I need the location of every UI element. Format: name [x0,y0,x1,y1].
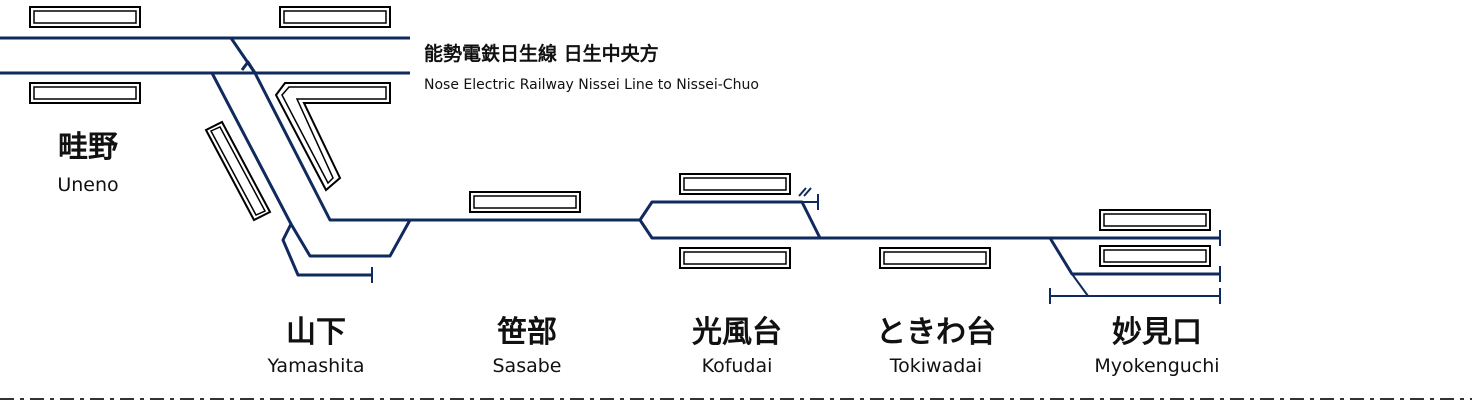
station-yamashita: 山下 Yamashita [266,315,364,377]
track-uneno-junction-mark [240,60,257,74]
platform-kofudai-lower [679,247,791,269]
station-name-en: Sasabe [493,355,562,377]
station-name-jp: 山下 [286,315,346,350]
line-title-jp: 能勢電鉄日生線 日生中央方 [424,42,659,65]
station-name-en: Yamashita [266,355,364,377]
platform-tokiwadai [879,247,991,269]
station-name-en: Uneno [57,174,118,196]
station-name-en: Tokiwadai [889,355,982,377]
track-kofudai-loop [638,200,822,239]
platform-uneno-lower-right [274,82,391,192]
platform-kofudai-upper [679,173,791,195]
platform-sasabe [469,191,581,213]
station-name-jp: 笹部 [497,315,557,350]
line-title-en: Nose Electric Railway Nissei Line to Nis… [424,77,759,93]
platform-myokenguchi-lower [1099,245,1211,267]
station-name-en: Myokenguchi [1094,355,1219,377]
station-uneno: 畦野 Uneno [57,130,118,196]
track-myokenguchi-siding [1049,273,1221,304]
station-name-jp: 畦野 [58,130,118,165]
station-name-en: Kofudai [702,355,773,377]
station-name-jp: 妙見口 [1112,315,1202,350]
track-branch-west [210,72,372,277]
platform-uneno-lower-left [29,82,141,104]
track-kofudai-tick [798,187,812,197]
platform-uneno-upper-right [279,6,391,28]
track-branch-west-loop [289,219,412,258]
station-myokenguchi: 妙見口 Myokenguchi [1094,315,1219,377]
track-branch-east [253,72,640,222]
station-sasabe: 笹部 Sasabe [493,315,562,377]
station-tokiwadai: ときわ台 Tokiwadai [876,315,996,377]
tracks [0,36,1221,304]
platform-yamashita [204,120,272,222]
station-name-jp: ときわ台 [876,315,996,350]
station-name-jp: 光風台 [692,315,782,350]
station-kofudai: 光風台 Kofudai [692,315,782,377]
platform-uneno-upper-left [29,6,141,28]
track-kofudai-main [638,219,1220,240]
platforms [29,6,1211,269]
platform-myokenguchi-upper [1099,209,1211,231]
